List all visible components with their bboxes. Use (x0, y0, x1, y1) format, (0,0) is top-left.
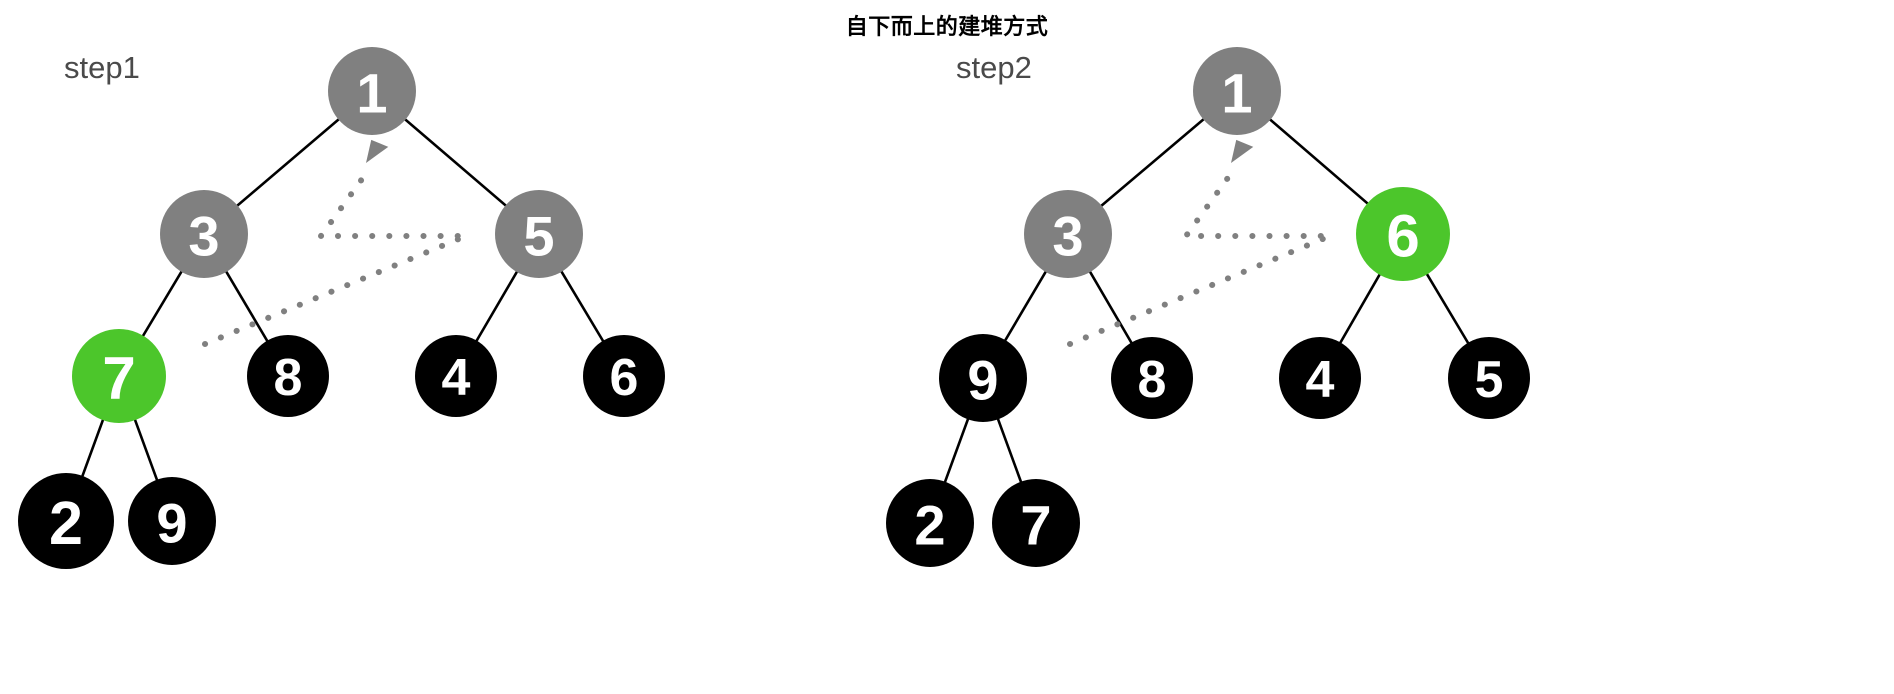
heap-node-8[interactable]: 8 (247, 335, 329, 417)
heap-node-3[interactable]: 3 (1024, 190, 1112, 278)
heap-node-7[interactable]: 7 (72, 329, 166, 423)
heap-node-circle (415, 335, 497, 417)
heap-node-8[interactable]: 8 (1111, 337, 1193, 419)
heap-node-5[interactable]: 5 (1448, 337, 1530, 419)
heap-node-3[interactable]: 3 (160, 190, 248, 278)
heap-node-9[interactable]: 9 (128, 477, 216, 565)
heap-node-1[interactable]: 1 (328, 47, 416, 135)
heap-node-4[interactable]: 4 (415, 335, 497, 417)
heap-node-4[interactable]: 4 (1279, 337, 1361, 419)
heap-node-circle (1111, 337, 1193, 419)
heap-node-6[interactable]: 6 (1356, 187, 1450, 281)
tree-edges-layer (64, 90, 1491, 524)
heap-node-circle (992, 479, 1080, 567)
swap-arrow-head-icon (366, 139, 389, 163)
step2-label: step2 (956, 50, 1032, 85)
heap-node-circle (886, 479, 974, 567)
heap-node-circle (1193, 47, 1281, 135)
heap-node-1[interactable]: 1 (1193, 47, 1281, 135)
heap-node-circle (247, 335, 329, 417)
heap-node-circle (160, 190, 248, 278)
page-title: 自下而上的建堆方式 (845, 15, 1049, 40)
heap-node-circle (1448, 337, 1530, 419)
heap-node-circle (1279, 337, 1361, 419)
swap-arrow-head-icon (1231, 139, 1254, 163)
heap-node-2[interactable]: 2 (886, 479, 974, 567)
heap-node-circle (939, 334, 1027, 422)
heap-node-circle (328, 47, 416, 135)
heap-node-circle (72, 329, 166, 423)
swap-arrows-layer (202, 139, 1332, 347)
heap-node-5[interactable]: 5 (495, 190, 583, 278)
heap-node-6[interactable]: 6 (583, 335, 665, 417)
heap-node-7[interactable]: 7 (992, 479, 1080, 567)
heap-node-2[interactable]: 2 (18, 473, 114, 569)
step1-label: step1 (64, 50, 140, 85)
swap-arrow-path (202, 165, 468, 347)
heap-node-circle (583, 335, 665, 417)
heap-node-circle (128, 477, 216, 565)
heap-node-circle (1024, 190, 1112, 278)
heap-node-circle (1356, 187, 1450, 281)
swap-arrow-path (1067, 165, 1332, 347)
heap-node-9[interactable]: 9 (939, 334, 1027, 422)
heap-node-circle (495, 190, 583, 278)
heap-node-circle (18, 473, 114, 569)
